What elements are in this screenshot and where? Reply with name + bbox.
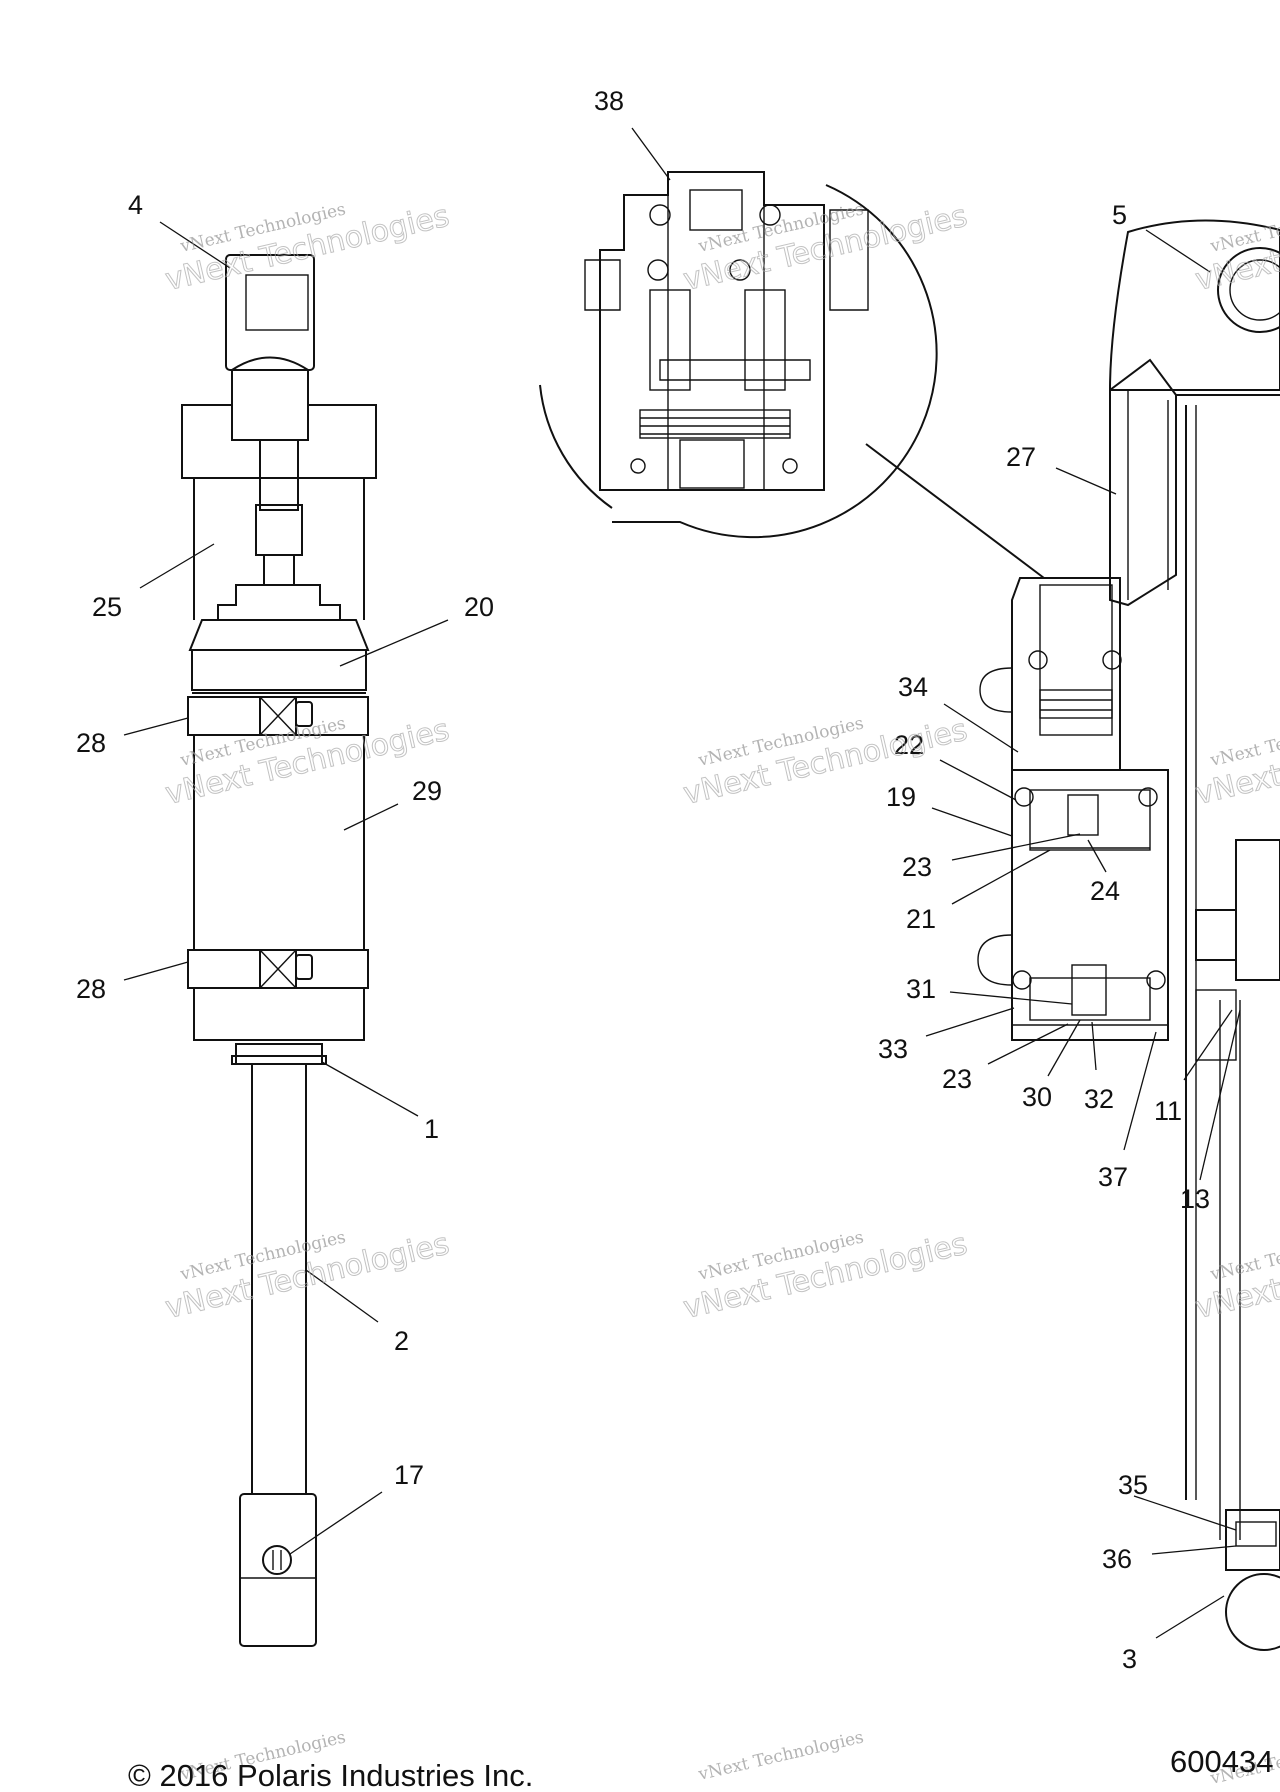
- callout-label: 28: [76, 974, 106, 1004]
- watermark-text: vNext Technologies: [696, 1727, 866, 1785]
- valve-detail-view: [539, 171, 1045, 579]
- callout-label: 34: [898, 672, 928, 702]
- callout-label: 27: [1006, 442, 1036, 472]
- left-shock-assembly: [181, 254, 377, 1647]
- callout-label: 28: [76, 728, 106, 758]
- callout-label: 20: [464, 592, 494, 622]
- callout-label: 25: [92, 592, 122, 622]
- callout-label: 23: [942, 1064, 972, 1094]
- callout-label: 22: [894, 730, 924, 760]
- callout-label: 36: [1102, 1544, 1132, 1574]
- diagram-code: 600434: [1170, 1744, 1273, 1779]
- callout-label: 33: [878, 1034, 908, 1064]
- callout-label: 35: [1118, 1470, 1148, 1500]
- callout-label: 5: [1112, 200, 1127, 230]
- callout-labels: 38 4 5 27 25 20 34 22 28 29 19 23 24 21 …: [76, 86, 1210, 1674]
- callout-label: 19: [886, 782, 916, 812]
- callout-label: 13: [1180, 1184, 1210, 1214]
- callout-label: 23: [902, 852, 932, 882]
- callout-label: 37: [1098, 1162, 1128, 1192]
- callout-label: 4: [128, 190, 143, 220]
- callout-label: 32: [1084, 1084, 1114, 1114]
- callout-label: 24: [1090, 876, 1120, 906]
- copyright-notice: © 2016 Polaris Industries Inc.: [128, 1758, 533, 1792]
- callout-label: 31: [906, 974, 936, 1004]
- callout-label: 3: [1122, 1644, 1137, 1674]
- callout-label: 21: [906, 904, 936, 934]
- leader-lines: [123, 127, 1241, 1639]
- callout-label: 2: [394, 1326, 409, 1356]
- callout-label: 30: [1022, 1082, 1052, 1112]
- callout-label: 1: [424, 1114, 439, 1144]
- callout-label: 17: [394, 1460, 424, 1490]
- right-cross-section: [977, 219, 1280, 1651]
- callout-label: 38: [594, 86, 624, 116]
- callout-label: 11: [1154, 1096, 1182, 1126]
- callout-label: 29: [412, 776, 442, 806]
